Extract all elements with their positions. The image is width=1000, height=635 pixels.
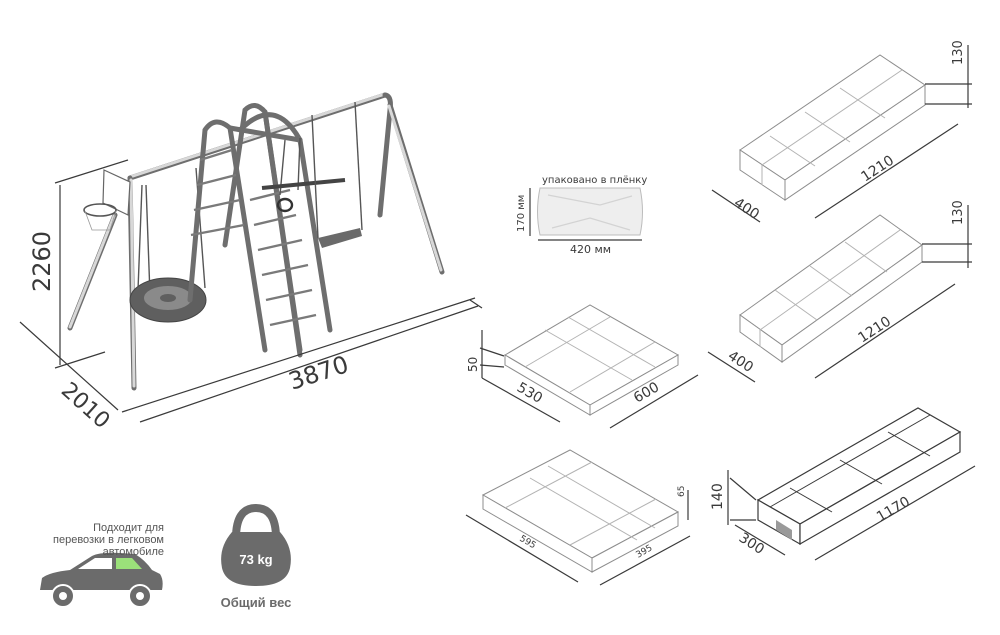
film-pack-caption: упаковано в плёнку (542, 175, 647, 186)
swing-width-label: 3870 (285, 350, 352, 396)
swing-dimension-lines (19, 159, 483, 423)
swing-depth-label: 2010 (56, 378, 114, 434)
car-note: Подходит для перевозки в легковом автомо… (53, 522, 164, 558)
long-box-1-height: 130 (951, 40, 966, 65)
flat-box-1-height: 50 (466, 357, 480, 372)
car-icon (40, 552, 163, 608)
long-box-2-length: 1210 (855, 314, 894, 347)
weight-label: Общий вес (221, 595, 292, 610)
long-box-2-height: 130 (951, 200, 966, 225)
film-pack: упаковано в плёнку 170 мм 420 мм (516, 175, 647, 256)
long-box-2-width: 400 (725, 348, 756, 376)
long-box-1-width: 400 (731, 195, 762, 223)
swing-height-label: 2260 (28, 231, 56, 292)
long-box-1 (711, 45, 972, 223)
swing-set-illustration (67, 92, 445, 391)
film-pack-width: 420 мм (570, 243, 611, 256)
long-box-2 (707, 205, 972, 383)
long-box-1-length: 1210 (858, 153, 897, 186)
flat-box-2-height: 65 (677, 486, 687, 497)
flat-box-1 (479, 304, 699, 429)
flat-box-2 (465, 449, 691, 586)
tube-box-height: 140 (710, 483, 726, 510)
weight-value: 73 kg (239, 552, 272, 567)
tube-box (727, 407, 976, 561)
kettlebell-icon (221, 503, 291, 586)
tube-box-width: 300 (736, 530, 767, 558)
film-pack-height: 170 мм (516, 195, 527, 232)
